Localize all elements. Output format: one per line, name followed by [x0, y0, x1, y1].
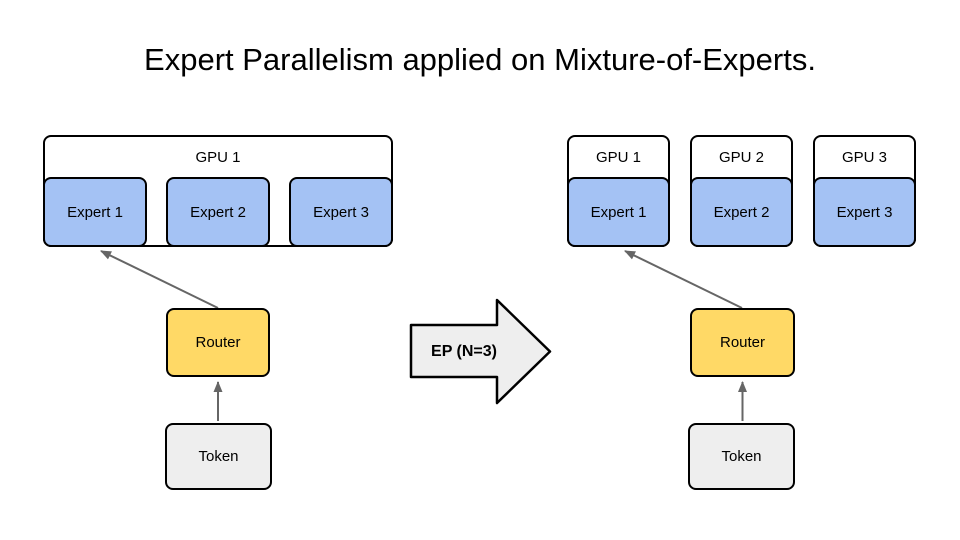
- left-gpu-label: GPU 1: [195, 148, 241, 166]
- right-expert-1-box: Expert 1: [567, 177, 670, 247]
- right-expert-3-box: Expert 3: [813, 177, 916, 247]
- left-expert-3-box: Expert 3: [289, 177, 393, 247]
- ep-transform-arrow-shape: [409, 298, 552, 405]
- slide-title: Expert Parallelism applied on Mixture-of…: [144, 42, 816, 77]
- right-router-box: Router: [690, 308, 795, 377]
- right-expert-2-box: Expert 2: [690, 177, 793, 247]
- left-token-box: Token: [165, 423, 272, 490]
- right-token-box: Token: [688, 423, 795, 490]
- left-expert-2-box: Expert 2: [166, 177, 270, 247]
- right-router-to-expert1-arrow: [624, 250, 743, 309]
- right-gpu-1-label: GPU 1: [595, 148, 641, 166]
- right-gpu-2-label: GPU 2: [718, 148, 764, 166]
- left-expert-1-box: Expert 1: [43, 177, 147, 247]
- right-gpu-3-label: GPU 3: [841, 148, 887, 166]
- left-router-to-expert1-arrow: [100, 250, 219, 309]
- left-router-box: Router: [166, 308, 270, 377]
- ep-arrow-label: EP (N=3): [431, 342, 497, 360]
